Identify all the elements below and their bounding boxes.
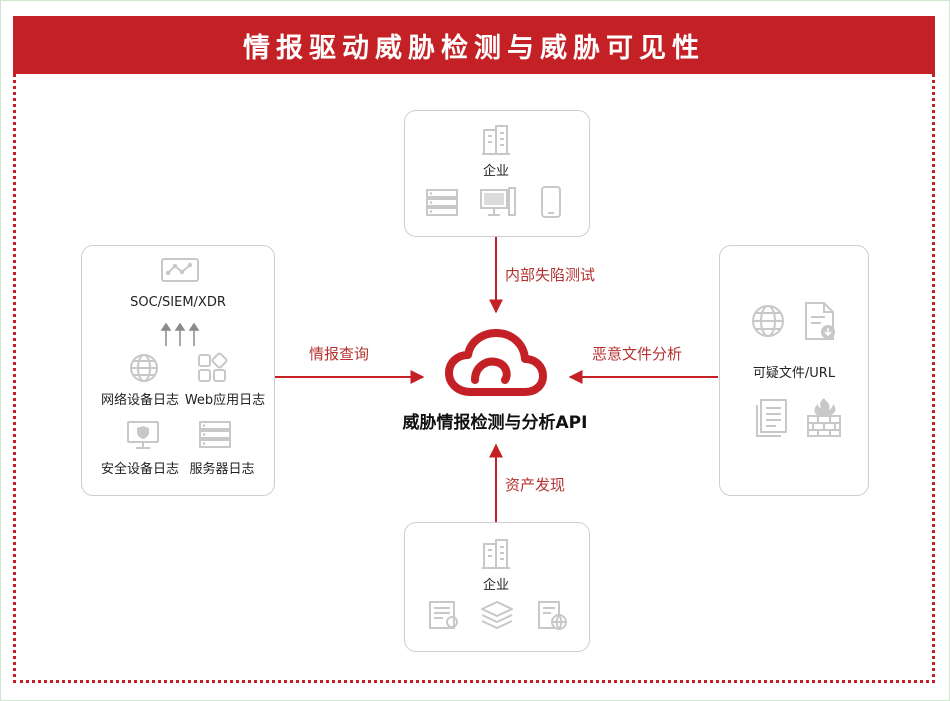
globe-icon — [130, 354, 158, 382]
desktop-icon — [480, 187, 516, 216]
left-item-network-log: 网络设备日志 — [100, 393, 179, 408]
server-icon — [199, 421, 231, 448]
file-download-icon — [805, 302, 835, 340]
dotted-frame — [13, 74, 935, 683]
globe-icon — [752, 305, 784, 337]
apps-grid-icon — [198, 352, 228, 382]
top-enterprise-label: 企业 — [482, 164, 509, 179]
upward-arrows-icon — [160, 322, 200, 346]
bottom-enterprise-label: 企业 — [482, 578, 509, 593]
web-doc-icon — [538, 601, 567, 631]
shield-monitor-icon — [127, 421, 159, 449]
arrow-label-left: 情报查询 — [309, 345, 370, 363]
left-logs-box — [81, 245, 275, 496]
arrow-label-top: 内部失陷测试 — [505, 266, 596, 284]
layers-icon — [481, 601, 513, 629]
cloud-icon — [445, 329, 547, 396]
left-top-label: SOC/SIEM/XDR — [130, 295, 226, 310]
page-title: 情报驱动威胁检测与威胁可见性 — [13, 16, 935, 74]
server-icon — [426, 189, 458, 216]
firewall-icon — [807, 398, 841, 437]
left-item-server-log: 服务器日志 — [189, 462, 255, 477]
left-item-security-log: 安全设备日志 — [100, 462, 179, 477]
building-icon — [482, 539, 510, 569]
left-item-web-log: Web应用日志 — [184, 393, 266, 408]
document-icon — [756, 399, 787, 437]
arrow-label-right: 恶意文件分析 — [592, 345, 683, 363]
right-label: 可疑文件/URL — [752, 366, 836, 381]
mobile-icon — [541, 186, 561, 218]
building-icon — [482, 125, 510, 155]
center-title: 威胁情报检测与分析API — [402, 413, 588, 433]
arrow-label-bottom: 资产发现 — [505, 476, 566, 494]
right-suspicious-box — [719, 245, 869, 496]
certificate-icon — [429, 601, 458, 629]
network-graph-icon — [161, 258, 199, 282]
